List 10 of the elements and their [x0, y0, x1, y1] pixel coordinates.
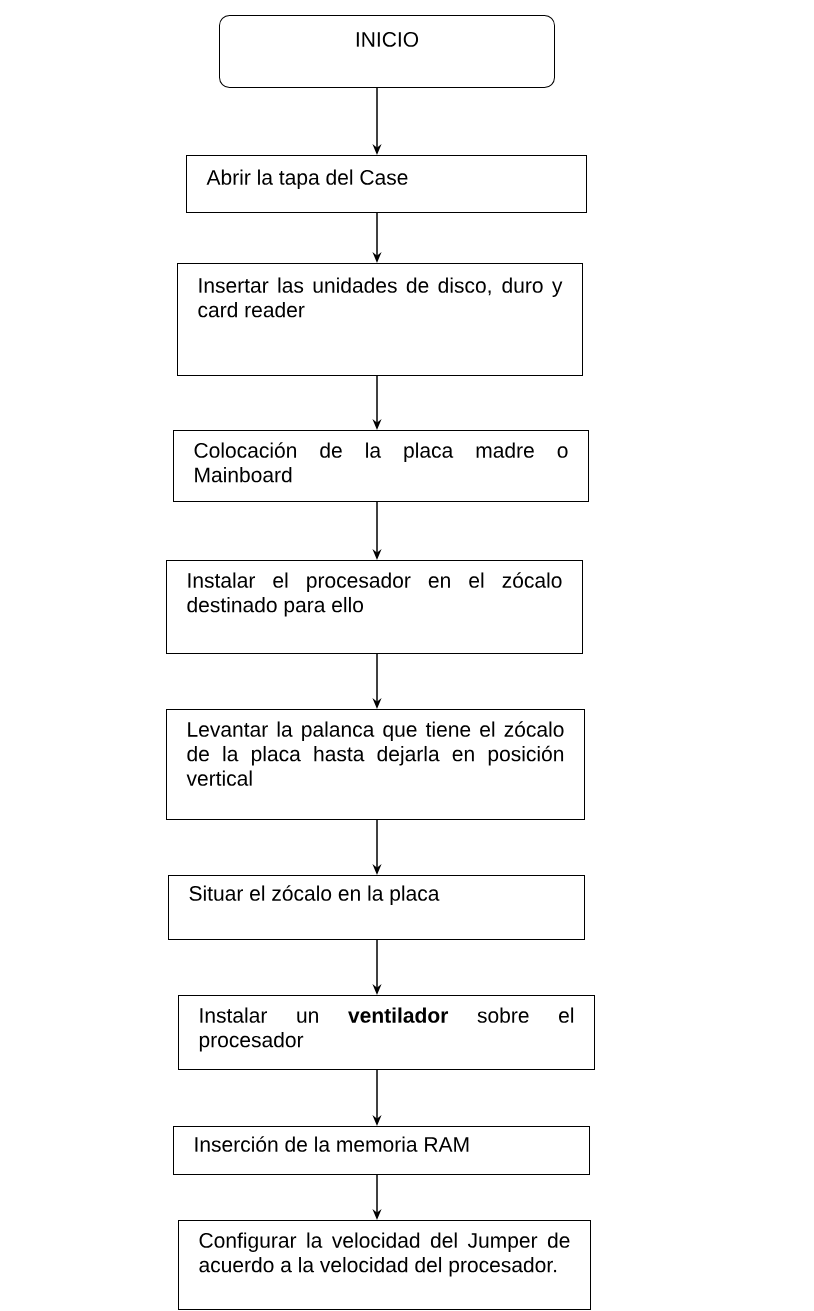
- process-box: Instalar el procesador en el zócalo destinado para ello: [166, 560, 583, 654]
- process-box: Abrir la tapa del Case: [186, 155, 587, 213]
- process-box: Colocación de la placa madre o Mainboard: [173, 430, 589, 502]
- process-box: Configurar la velocidad del Jumper de acuerdo a la velocidad del procesador.: [178, 1220, 591, 1310]
- process-box: Levantar la palanca que tiene el zócalo de la placa hasta dejarla en posición vertical: [166, 709, 585, 820]
- start-box: INICIO: [219, 15, 555, 88]
- process-box: Instalar un ventilador sobre el procesador: [178, 995, 595, 1070]
- process-box: Insertar las unidades de disco, duro y card reader: [177, 263, 583, 376]
- process-box: Inserción de la memoria RAM: [173, 1126, 590, 1175]
- process-box: Situar el zócalo en la placa: [168, 875, 585, 940]
